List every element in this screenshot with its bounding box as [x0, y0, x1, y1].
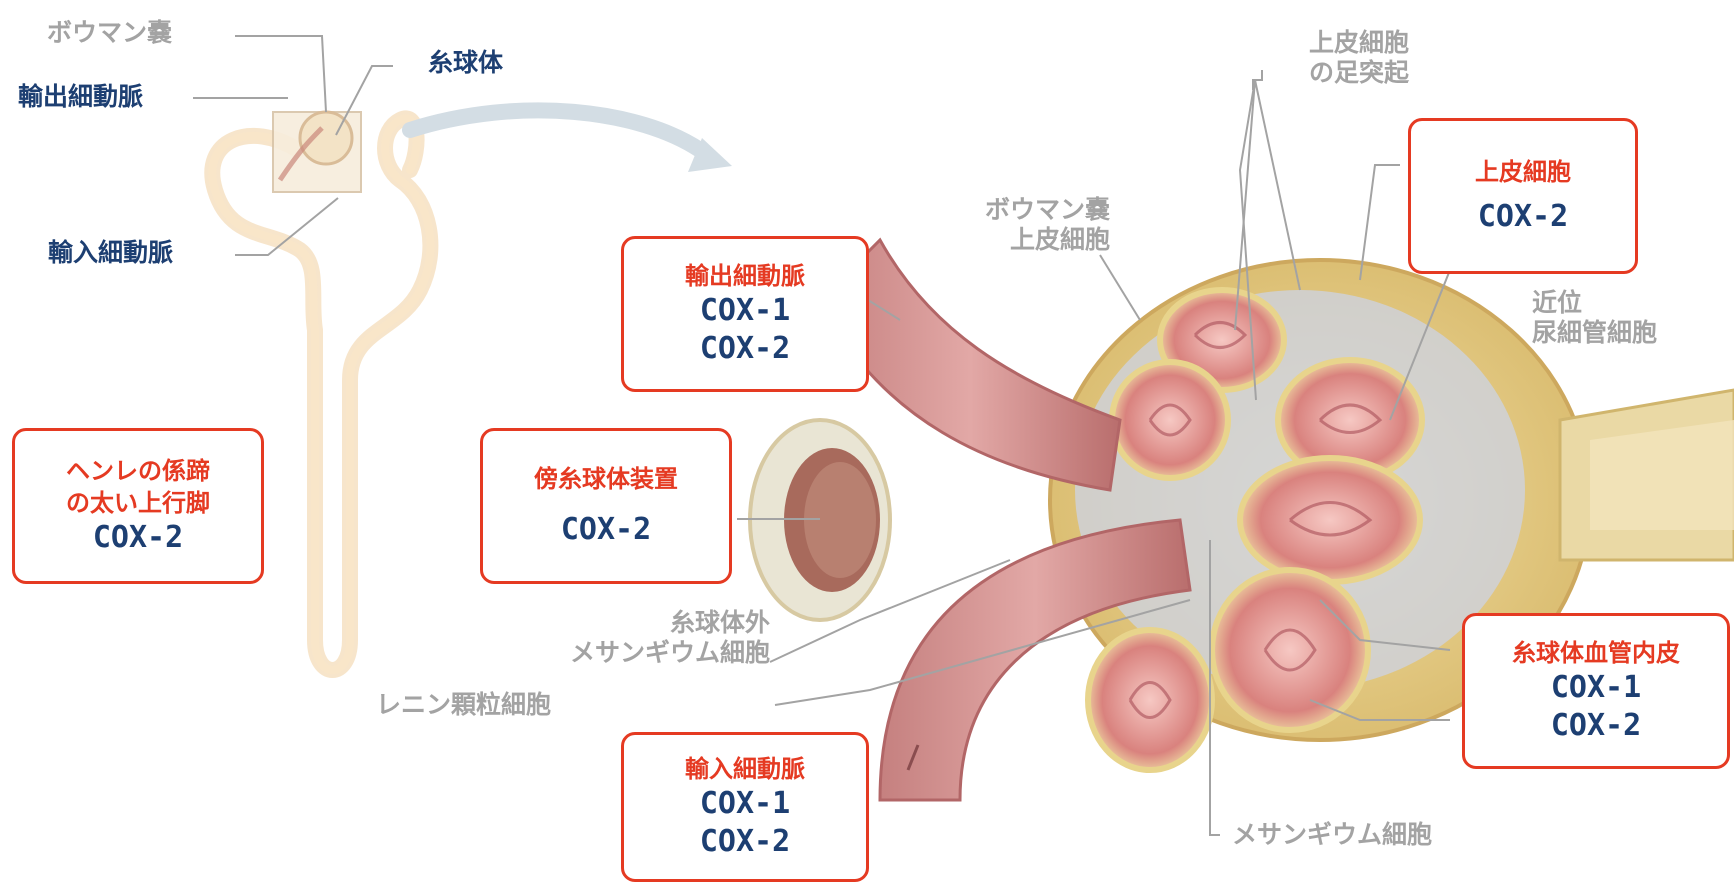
- box-afferent-cox2: COX-2: [700, 823, 790, 861]
- box-efferent-title: 輸出細動脈: [685, 260, 805, 292]
- box-endothelium-cox2: COX-2: [1551, 707, 1641, 745]
- zoom-arrow: [410, 110, 700, 150]
- label-bowman-capsule: ボウマン嚢: [47, 18, 172, 48]
- label-glomerulus: 糸球体: [428, 48, 503, 78]
- box-efferent-cox2: COX-2: [700, 330, 790, 368]
- box-efferent-cox1: COX-1: [700, 292, 790, 330]
- box-efferent-arteriole: 輸出細動脈 COX-1 COX-2: [621, 236, 869, 392]
- box-epithelial-title: 上皮細胞: [1475, 156, 1571, 188]
- nephron-overview: [212, 118, 430, 670]
- box-jga-title: 傍糸球体装置: [534, 463, 678, 495]
- box-epithelial-cell: 上皮細胞 COX-2: [1408, 118, 1638, 274]
- label-proximal-tubule-cell: 近位 尿細管細胞: [1532, 288, 1657, 348]
- label-renin-granular-cell: レニン顆粒細胞: [376, 690, 551, 720]
- box-endothelium-cox1: COX-1: [1551, 669, 1641, 707]
- label-mesangial-cell: メサンギウム細胞: [1232, 820, 1432, 850]
- label-extraglomerular-mesangial: 糸球体外 メサンギウム細胞: [520, 608, 770, 668]
- box-afferent-cox1: COX-1: [700, 785, 790, 823]
- box-henle-loop: ヘンレの係蹄 の太い上行脚 COX-2: [12, 428, 264, 584]
- box-henle-title-2: の太い上行脚: [66, 487, 210, 519]
- label-podocyte-foot-process: 上皮細胞 の足突起: [1284, 28, 1434, 88]
- box-afferent-title: 輸入細動脈: [685, 753, 805, 785]
- label-efferent-arteriole-overview: 輸出細動脈: [18, 82, 143, 112]
- label-afferent-arteriole-overview: 輸入細動脈: [48, 238, 173, 268]
- box-endothelium-title: 糸球体血管内皮: [1512, 637, 1680, 669]
- box-afferent-arteriole: 輸入細動脈 COX-1 COX-2: [621, 732, 869, 882]
- box-jga-cox2: COX-2: [561, 511, 651, 549]
- box-glomerular-endothelium: 糸球体血管内皮 COX-1 COX-2: [1462, 613, 1730, 769]
- box-henle-title-1: ヘンレの係蹄: [66, 455, 210, 487]
- box-henle-cox2: COX-2: [93, 519, 183, 557]
- box-epithelial-cox2: COX-2: [1478, 198, 1568, 236]
- box-juxtaglomerular-apparatus: 傍糸球体装置 COX-2: [480, 428, 732, 584]
- label-bowman-epithelium: ボウマン嚢 上皮細胞: [950, 195, 1110, 255]
